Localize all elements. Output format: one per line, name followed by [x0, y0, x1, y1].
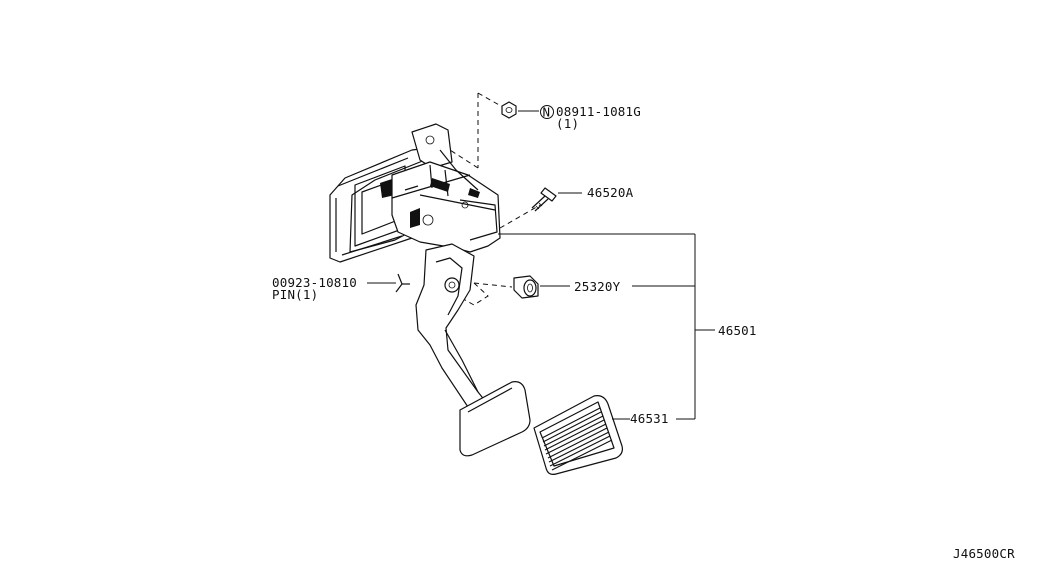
nut-quantity: (1) [556, 116, 579, 131]
pedal-arm [415, 243, 487, 411]
pad-part-number: 46531 [630, 411, 669, 426]
bolt-part-number: 46520A [587, 185, 634, 200]
pedal-pad [533, 395, 630, 475]
pad-ribs [541, 407, 613, 471]
callout-labels: N 08911-1081G (1) 46520A 00923-10810 PIN… [272, 104, 1015, 561]
pin-part [367, 273, 410, 293]
clip-part [513, 275, 570, 299]
pedal-bracket [391, 123, 501, 253]
nut-part-number: 08911-1081G [556, 104, 641, 119]
assembly-bracket-lines [498, 233, 715, 420]
assembly-part-number: 46501 [718, 323, 757, 338]
diagram-id: J46500CR [953, 546, 1015, 561]
pedal-foot [459, 381, 531, 457]
nut-part [501, 101, 554, 119]
n-symbol-icon [540, 105, 554, 119]
pin-part-number: 00923-10810 [272, 275, 357, 290]
pin-name: PIN(1) [272, 287, 318, 302]
clip-part-number: 25320Y [574, 279, 621, 294]
bolt-part [531, 187, 582, 212]
n-symbol-label: N [543, 105, 551, 120]
